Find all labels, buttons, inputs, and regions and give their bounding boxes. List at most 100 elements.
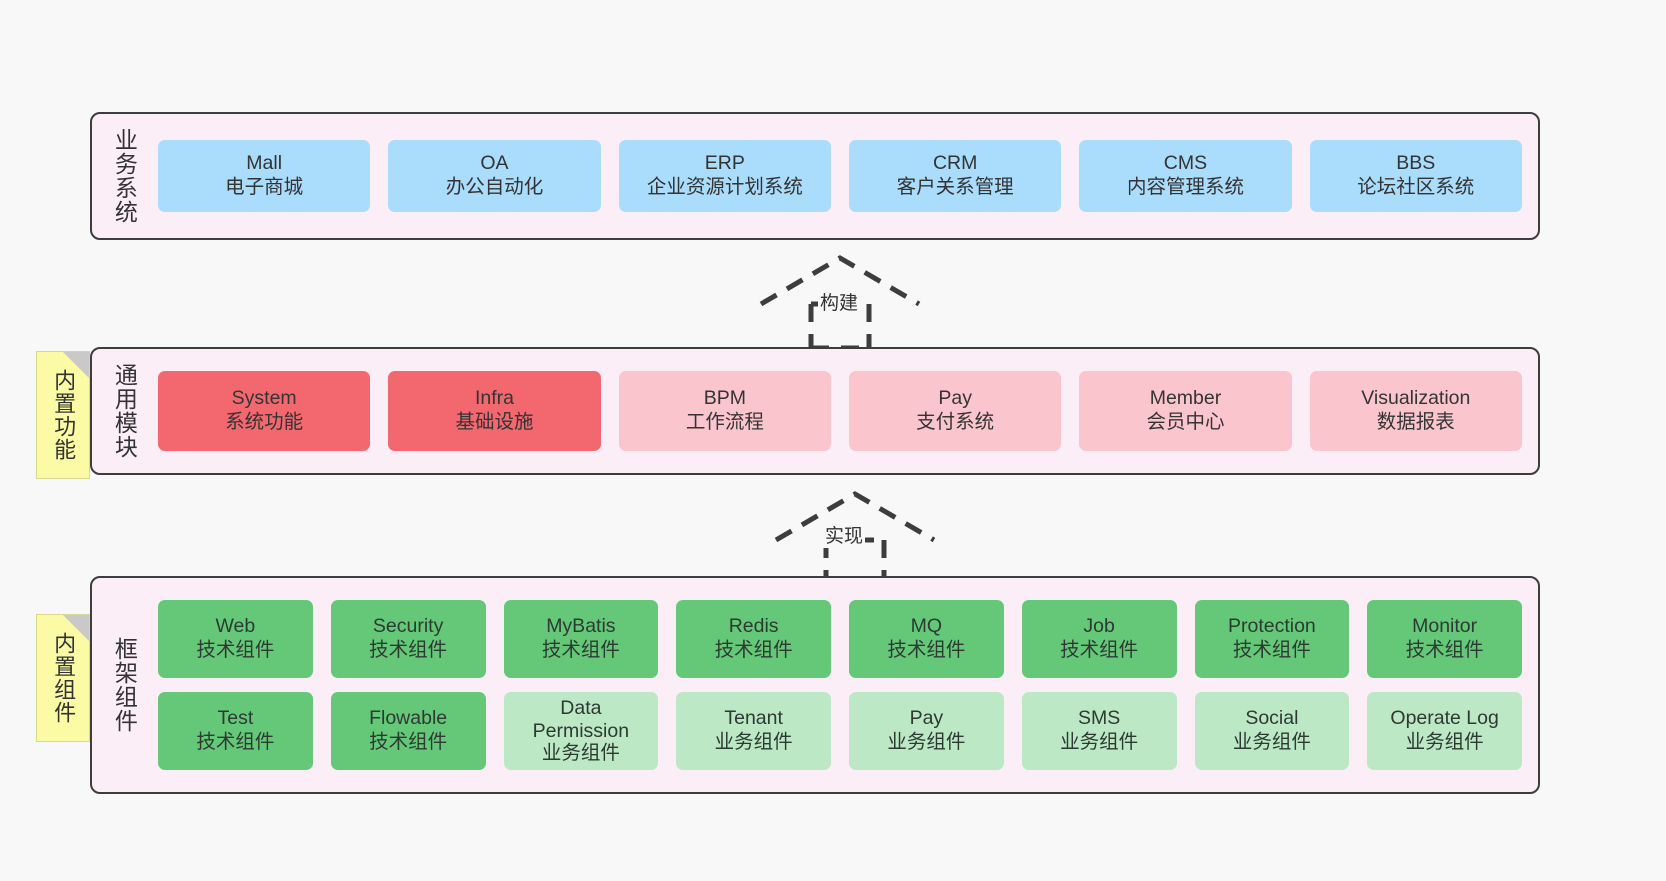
card-cms[interactable]: CMS 内容管理系统: [1079, 140, 1292, 212]
card-title-cn: 业务组件: [1060, 731, 1139, 753]
card-job[interactable]: Job 技术组件: [1021, 600, 1177, 678]
card-title-en: Web: [215, 615, 256, 638]
card-title-cn: 业务组件: [887, 731, 966, 753]
card-title-en: Mall: [246, 152, 283, 175]
card-title-cn: 业务组件: [1232, 731, 1311, 753]
card-title-cn: 业务组件: [714, 731, 793, 753]
card-title-en: Data: [560, 697, 602, 720]
card-title-en: Visualization: [1361, 387, 1471, 410]
layer-common-modules: 通用模块 System 系统功能 Infra 基础设施 BPM 工作流程 Pay…: [90, 347, 1540, 475]
card-title-cn: 内容管理系统: [1126, 176, 1244, 198]
card-title-en: Member: [1149, 387, 1222, 410]
card-title-cn: 技术组件: [541, 639, 620, 661]
card-member[interactable]: Member 会员中心: [1079, 371, 1292, 451]
card-title-cn: 技术组件: [369, 639, 448, 661]
card-system[interactable]: System 系统功能: [158, 371, 371, 451]
card-title-cn: 业务组件: [541, 742, 620, 765]
card-title-cn: 系统功能: [225, 411, 304, 433]
card-title-en: Job: [1083, 615, 1115, 638]
card-title-en: Protection: [1227, 615, 1316, 638]
card-bbs[interactable]: BBS 论坛社区系统: [1309, 140, 1522, 212]
card-title-cn: 基础设施: [455, 411, 534, 433]
card-mall[interactable]: Mall 电子商城: [158, 140, 371, 212]
generalization-arrowhead: [759, 255, 921, 307]
card-sms[interactable]: SMS 业务组件: [1021, 692, 1177, 770]
card-mq[interactable]: MQ 技术组件: [849, 600, 1004, 678]
card-title-en: OA: [480, 152, 509, 175]
card-title-en: Infra: [474, 387, 514, 410]
card-infra[interactable]: Infra 基础设施: [388, 371, 601, 451]
card-title-en: Pay: [909, 707, 944, 730]
card-title-cn: 技术组件: [196, 731, 275, 753]
card-title-en: Flowable: [369, 707, 448, 730]
connector-label-build: 构建: [818, 288, 861, 315]
card-web[interactable]: Web 技术组件: [158, 600, 313, 678]
card-monitor[interactable]: Monitor 技术组件: [1367, 600, 1522, 678]
module-card-grid: System 系统功能 Infra 基础设施 BPM 工作流程 Pay 支付系统…: [144, 349, 1538, 473]
generalization-arrowhead: [774, 491, 936, 543]
card-social[interactable]: Social 业务组件: [1194, 692, 1350, 770]
card-flowable[interactable]: Flowable 技术组件: [330, 692, 486, 770]
business-card-grid: Mall 电子商城 OA 办公自动化 ERP 企业资源计划系统 CRM 客户关系…: [144, 114, 1538, 238]
layer-business-systems: 业务系统 Mall 电子商城 OA 办公自动化 ERP 企业资源计划系统 CRM…: [90, 112, 1540, 240]
card-title-en: Test: [217, 707, 254, 730]
business-card-row: Mall 电子商城 OA 办公自动化 ERP 企业资源计划系统 CRM 客户关系…: [158, 140, 1522, 212]
card-title-cn: 技术组件: [1060, 639, 1139, 661]
card-title-cn: 客户关系管理: [896, 176, 1014, 198]
module-card-row: System 系统功能 Infra 基础设施 BPM 工作流程 Pay 支付系统…: [158, 371, 1522, 451]
layer-title-module: 通用模块: [111, 363, 138, 459]
card-bpm[interactable]: BPM 工作流程: [618, 371, 831, 451]
card-title-en: Operate Log: [1390, 707, 1499, 730]
card-data-permission[interactable]: Data Permission 业务组件: [503, 692, 659, 770]
card-title-cn: 技术组件: [1405, 639, 1484, 661]
card-title-en-line2: Permission: [532, 719, 630, 742]
card-title-cn: 工作流程: [685, 411, 764, 433]
card-title-cn: 支付系统: [916, 411, 995, 433]
card-pay-module[interactable]: Pay 支付系统: [848, 371, 1062, 451]
card-title-en: CRM: [932, 152, 978, 175]
card-tenant[interactable]: Tenant 业务组件: [676, 692, 831, 770]
card-oa[interactable]: OA 办公自动化: [388, 140, 601, 212]
card-title-en: BBS: [1396, 152, 1436, 175]
card-title-en: SMS: [1077, 707, 1121, 730]
layer-framework-components: 框架组件 Web 技术组件 Security 技术组件 MyBatis 技术组件…: [90, 576, 1540, 794]
card-title-en: MQ: [910, 615, 943, 638]
card-title-cn: 技术组件: [1232, 639, 1311, 661]
card-title-en: BPM: [703, 387, 746, 410]
sticky-note-builtin-features: 内置功能: [36, 351, 90, 479]
framework-card-row-tech: Web 技术组件 Security 技术组件 MyBatis 技术组件 Redi…: [158, 600, 1522, 678]
framework-card-grid: Web 技术组件 Security 技术组件 MyBatis 技术组件 Redi…: [144, 578, 1538, 792]
card-title-en: CMS: [1163, 152, 1208, 175]
card-title-cn: 技术组件: [196, 639, 275, 661]
layer-title-framework: 框架组件: [111, 637, 138, 733]
card-pay-component[interactable]: Pay 业务组件: [849, 692, 1004, 770]
card-security[interactable]: Security 技术组件: [330, 600, 486, 678]
card-title-en: Monitor: [1412, 615, 1478, 638]
card-protection[interactable]: Protection 技术组件: [1194, 600, 1350, 678]
connector-label-implement: 实现: [823, 521, 866, 548]
card-title-cn: 会员中心: [1146, 411, 1225, 433]
card-title-en: System: [231, 387, 297, 410]
card-title-en: Social: [1245, 707, 1299, 730]
card-crm[interactable]: CRM 客户关系管理: [848, 140, 1062, 212]
card-title-en: ERP: [704, 152, 745, 175]
card-visualization[interactable]: Visualization 数据报表: [1309, 371, 1522, 451]
layer-title-business: 业务系统: [111, 128, 138, 224]
card-title-cn: 技术组件: [369, 731, 448, 753]
card-title-cn: 办公自动化: [445, 176, 544, 198]
card-title-cn: 技术组件: [714, 639, 793, 661]
sticky-note-label: 内置功能: [51, 369, 77, 461]
card-operate-log[interactable]: Operate Log 业务组件: [1367, 692, 1522, 770]
card-redis[interactable]: Redis 技术组件: [676, 600, 831, 678]
card-test[interactable]: Test 技术组件: [158, 692, 313, 770]
card-title-en: Security: [372, 615, 444, 638]
card-erp[interactable]: ERP 企业资源计划系统: [618, 140, 831, 212]
card-title-cn: 技术组件: [887, 639, 966, 661]
sticky-note-label: 内置组件: [51, 632, 77, 724]
card-title-en: Pay: [938, 387, 972, 410]
card-title-cn: 企业资源计划系统: [646, 176, 803, 198]
card-title-cn: 数据报表: [1376, 411, 1455, 433]
card-title-en: MyBatis: [546, 615, 616, 638]
card-mybatis[interactable]: MyBatis 技术组件: [503, 600, 659, 678]
